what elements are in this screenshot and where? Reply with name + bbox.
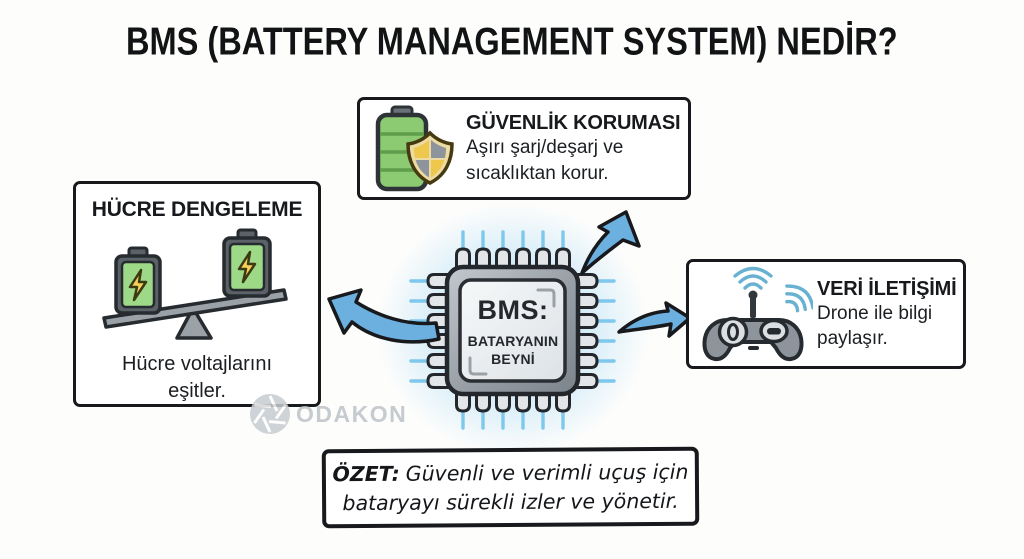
page-title: BMS (BATTERY MANAGEMENT SYSTEM) NEDİR? <box>126 19 898 64</box>
summary-label: ÖZET: <box>332 461 400 486</box>
balance-heading: HÜCRE DENGELEME <box>91 198 303 221</box>
summary-line1: Güvenli ve verimli uçuş için <box>405 459 689 486</box>
aperture-logo-icon <box>249 394 291 434</box>
rc-controller-wifi-icon <box>697 258 815 371</box>
chip-label-top: BMS: <box>477 294 549 325</box>
card-balance: HÜCRE DENGELEME Hücre voltajlarını eşitl… <box>73 181 321 407</box>
card-safety: GÜVENLİK KORUMASI Aşırı şarj/deşarj ve s… <box>357 97 691 200</box>
chip-label: BMS: BATARYANIN BEYNİ <box>460 281 566 381</box>
summary-line2: bataryayı sürekli izler ve yönetir. <box>342 488 679 515</box>
chip-label-mid: BATARYANIN <box>467 332 559 349</box>
data-line2: paylaşır. <box>817 327 888 349</box>
battery-seesaw-icon <box>76 226 318 349</box>
card-summary: ÖZET:Güvenli ve verimli uçuş için batary… <box>321 446 700 529</box>
balance-line2: eşitler. <box>168 380 226 402</box>
watermark-text: ODAKON <box>296 400 408 427</box>
safety-line1: Aşırı şarj/deşarj ve <box>466 137 624 158</box>
chip-label-bottom: BEYNİ <box>491 350 535 367</box>
data-line1: Drone ile bilgi <box>817 302 933 324</box>
safety-heading: GÜVENLİK KORUMASI <box>466 112 681 134</box>
card-data: VERİ İLETİŞİMİ Drone ile bilgi paylaşır. <box>686 259 966 369</box>
data-heading: VERİ İLETİŞİMİ <box>817 277 957 300</box>
watermark: ODAKON <box>246 390 407 438</box>
battery-shield-icon <box>370 103 462 198</box>
safety-line2: sıcaklıktan korur. <box>466 163 609 184</box>
microchip-icon <box>409 230 616 430</box>
balance-line1: Hücre voltajlarını <box>121 353 273 375</box>
